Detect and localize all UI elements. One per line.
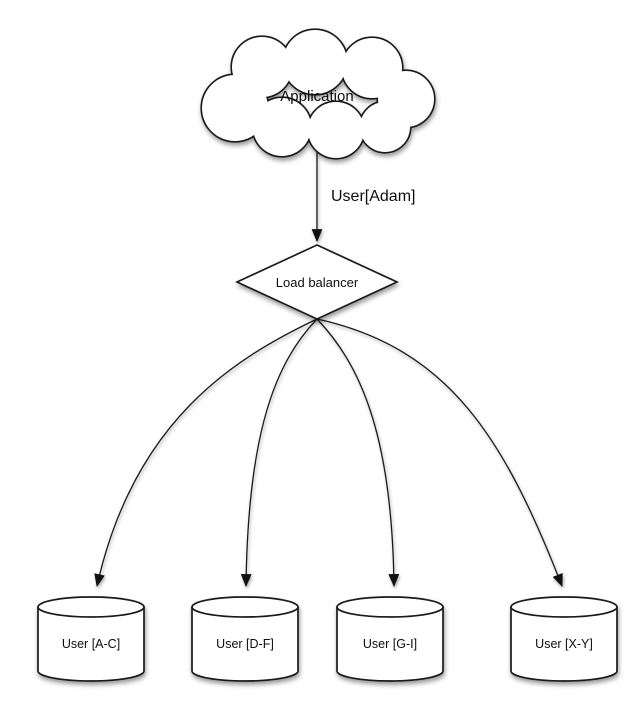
labels-layer: Application User[Adam] Load balancer Use… (62, 88, 593, 651)
shard-cylinder-gi (336, 596, 444, 682)
application-cloud-shape (200, 28, 436, 160)
shard-label-xy: User [X-Y] (535, 637, 593, 651)
request-edge-label: User[Adam] (331, 188, 415, 205)
shard-label-df: User [D-F] (216, 637, 274, 651)
cylinder-body (336, 607, 444, 682)
cylinder-top (510, 596, 618, 618)
cylinder-top (191, 596, 299, 618)
edge-loadbalancer-to-shard-gi (316, 318, 400, 588)
edges-layer (94, 150, 563, 588)
cylinder-top (37, 596, 145, 618)
application-label: Application (280, 88, 353, 105)
edge-loadbalancer-to-shard-df (240, 318, 318, 588)
loadbalancer-label: Load balancer (276, 275, 359, 290)
shard-label-ac: User [A-C] (62, 637, 120, 651)
cylinder-body (191, 607, 299, 682)
cylinder-body (37, 607, 145, 682)
loadbalancer-diamond-shape (234, 244, 400, 320)
shapes-layer (37, 28, 618, 682)
shard-label-gi: User [G-I] (363, 637, 417, 651)
shard-cylinder-ac (37, 596, 145, 682)
cylinder-body (510, 607, 618, 682)
cloud-fill (202, 30, 434, 158)
shard-cylinder-xy (510, 596, 618, 682)
edge-loadbalancer-to-shard-xy (316, 318, 563, 588)
edge-loadbalancer-to-shard-ac (94, 318, 318, 588)
shard-cylinder-df (191, 596, 299, 682)
cylinder-top (336, 596, 444, 618)
